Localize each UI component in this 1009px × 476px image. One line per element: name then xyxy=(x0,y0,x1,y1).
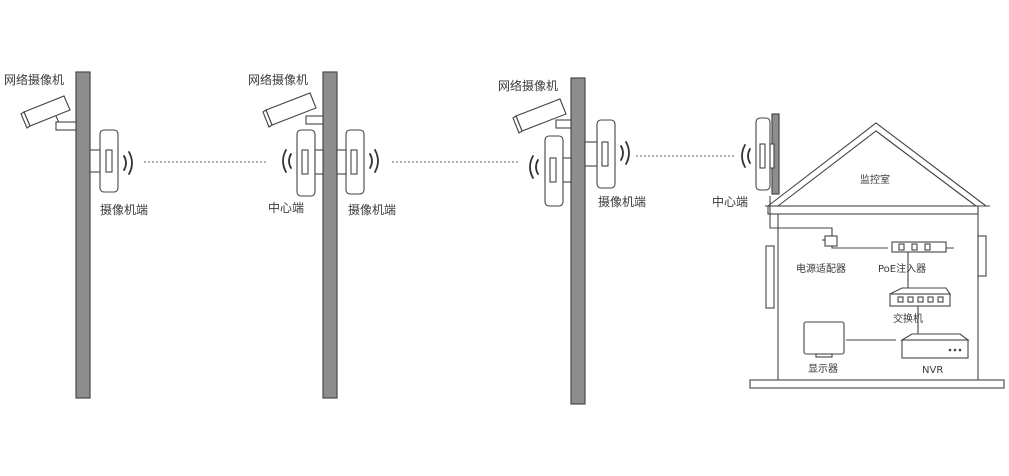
bridge-device-icon-camera-end-1 xyxy=(89,129,119,193)
nvr-icon xyxy=(900,333,970,359)
wireless-waves-icon-4 xyxy=(529,155,539,179)
display-label: 显示器 xyxy=(808,363,838,375)
camera-end-label-2: 摄像机端 xyxy=(348,202,396,217)
poe-injector-label: PoE注入器 xyxy=(878,262,926,275)
pole-2 xyxy=(322,71,338,399)
center-end-label-1: 中心端 xyxy=(268,200,304,215)
wireless-waves-icon-2 xyxy=(282,149,292,173)
camera-end-label-3: 摄像机端 xyxy=(598,194,646,209)
bridge-device-icon-center-end-1 xyxy=(296,129,324,197)
bridge-device-icon-camera-end-3 xyxy=(584,119,616,189)
power-adapter-icon xyxy=(822,235,838,247)
bridge-device-icon-relay-center xyxy=(544,135,572,207)
pole-3 xyxy=(570,77,586,405)
wireless-waves-icon-6 xyxy=(741,144,751,168)
camera-icon-2 xyxy=(262,92,324,128)
nvr-label: NVR xyxy=(922,365,943,376)
poe-injector-icon xyxy=(891,241,947,253)
wireless-waves-icon-5 xyxy=(620,141,630,165)
camera-icon-1 xyxy=(20,95,77,131)
camera-label-1: 网络摄像机 xyxy=(4,72,64,87)
camera-label-2: 网络摄像机 xyxy=(248,72,308,87)
bridge-device-icon-camera-end-2 xyxy=(336,129,365,195)
building-outline xyxy=(749,122,1005,389)
switch-label: 交换机 xyxy=(893,312,923,325)
camera-label-3: 网络摄像机 xyxy=(498,78,558,93)
camera-icon-3 xyxy=(512,98,572,134)
display-icon xyxy=(803,321,845,358)
monitor-room-label: 监控室 xyxy=(860,173,890,186)
wireless-waves-icon-1 xyxy=(123,151,133,175)
switch-icon xyxy=(889,287,952,307)
bridge-device-icon-center-end-2 xyxy=(755,117,775,191)
pole-1 xyxy=(75,71,91,399)
power-adapter-label: 电源适配器 xyxy=(796,262,846,275)
camera-end-label-1: 摄像机端 xyxy=(100,202,148,217)
center-end-label-2: 中心端 xyxy=(712,194,748,209)
wireless-waves-icon-3 xyxy=(369,149,379,173)
